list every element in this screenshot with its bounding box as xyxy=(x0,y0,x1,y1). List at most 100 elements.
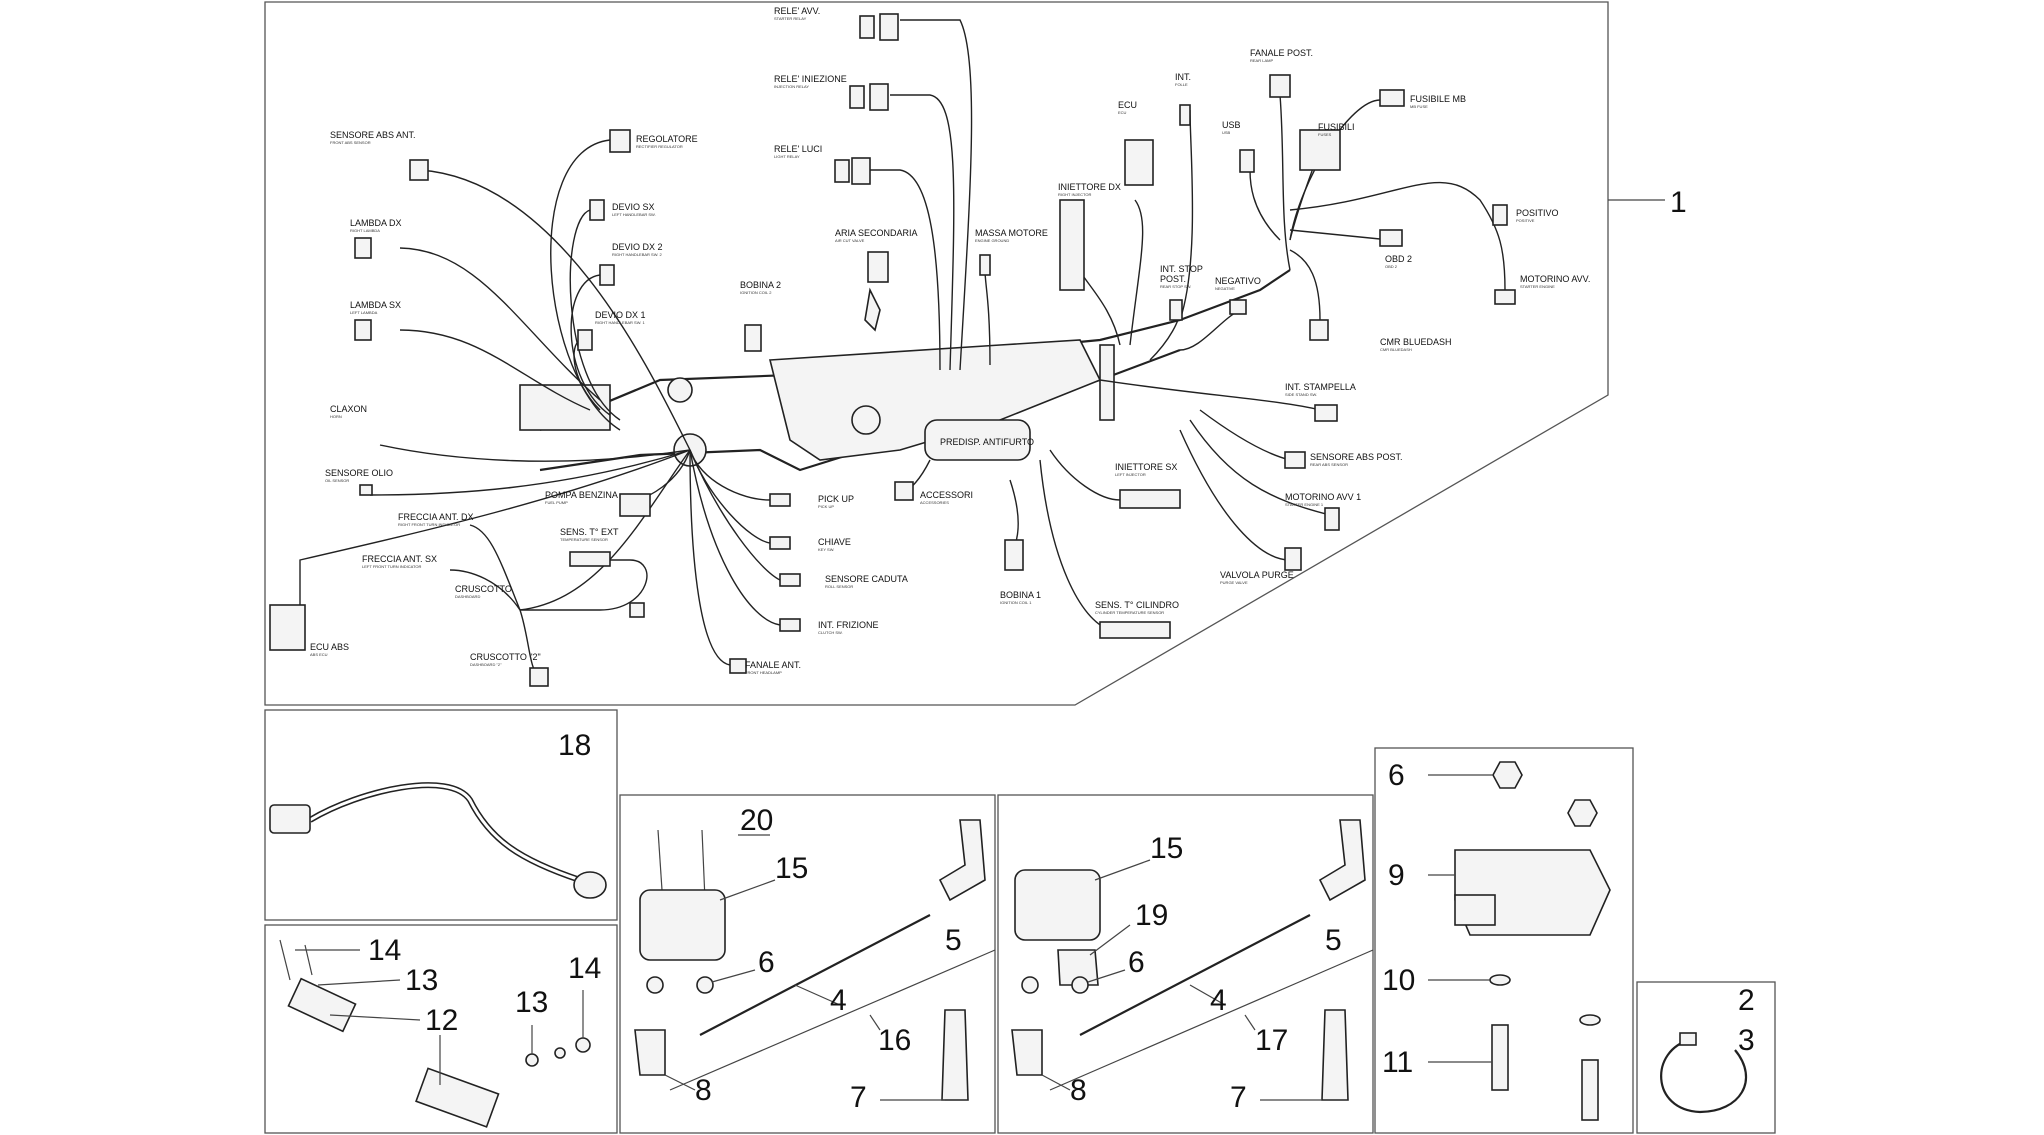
label-int-stampella: INT. STAMPELLA xyxy=(1285,382,1356,392)
label-sensore-abs-ant-sub: FRONT ABS SENSOR xyxy=(330,140,371,145)
ecu-connector xyxy=(1124,139,1154,186)
label-cruscotto-sub: DASHBOARD xyxy=(455,594,480,599)
label-massa-motore: MASSA MOTORE xyxy=(975,228,1048,238)
wire-rele-luci xyxy=(870,169,941,371)
bracket-12-lower xyxy=(415,1067,500,1128)
label-cruscotto-2-sub: DASHBOARD "2" xyxy=(470,662,502,667)
label-obd2-sub: OBD 2 xyxy=(1385,264,1398,269)
label-pick-up-sub: PICK UP xyxy=(818,504,834,509)
motorino-1-connector xyxy=(1324,507,1340,531)
wire-cruscotto-bundle xyxy=(519,449,691,611)
lambda-dx-connector xyxy=(354,237,372,259)
panel-clamp: 2 3 xyxy=(1660,984,1755,1114)
spark-cap-8b xyxy=(1011,1029,1043,1076)
pickup-connector xyxy=(769,493,791,507)
harness-clip-block xyxy=(1099,344,1115,421)
frizione-connector xyxy=(779,618,801,632)
callout-6c: 6 xyxy=(1388,759,1405,792)
caduta-connector xyxy=(779,573,801,587)
panel-12-frame xyxy=(264,924,618,1134)
flange-nut-6b xyxy=(1567,799,1598,827)
ignition-coil-15 xyxy=(639,889,726,961)
leader-13a xyxy=(317,979,401,986)
panel-actuator-frame xyxy=(1374,747,1634,1134)
label-claxon-sub: HORN xyxy=(330,414,342,419)
accessori-connector xyxy=(894,481,914,501)
wire-bluedash xyxy=(1289,249,1321,321)
label-bobina-1-sub: IGNITION COIL 1 xyxy=(1000,600,1032,605)
label-bobina-2: BOBINA 2 xyxy=(740,280,781,290)
wire-freccia-dx xyxy=(469,524,521,611)
callout-5b: 5 xyxy=(1325,924,1342,957)
label-int-stop: INT. STOP xyxy=(1160,264,1203,274)
callout-1: 1 xyxy=(1670,186,1687,219)
wire-fanale-ant xyxy=(689,449,731,666)
cruscotto-bundle-clamp xyxy=(629,602,645,618)
callout-4a: 4 xyxy=(830,984,847,1017)
label-sens-cilindro-sub: CYLINDER TEMPERATURE SENSOR xyxy=(1095,610,1164,615)
callout-13b: 13 xyxy=(515,986,548,1019)
plate-grommet-2 xyxy=(667,377,693,403)
positivo-terminal xyxy=(1492,204,1508,226)
label-lambda-sx: LAMBDA SX xyxy=(350,300,401,310)
callout-2: 2 xyxy=(1738,984,1755,1017)
wire-frizione xyxy=(689,449,781,626)
label-fanale-post-sub: REAR LAMP xyxy=(1250,58,1273,63)
chiave-connector xyxy=(769,536,791,550)
wire-sens-cilindro xyxy=(1039,459,1111,631)
leader-19 xyxy=(1089,924,1131,956)
label-valvola-purge: VALVOLA PURGE xyxy=(1220,570,1294,580)
label-accessori: ACCESSORI xyxy=(920,490,973,500)
label-fusibili-sub: FUSES xyxy=(1318,132,1332,137)
nut-6b xyxy=(696,976,714,994)
washer-10 xyxy=(1489,974,1511,986)
devio-dx2-connector xyxy=(599,264,615,286)
wire-freccia-sx xyxy=(449,569,521,611)
bracket-12-upper xyxy=(287,977,357,1033)
label-positivo-sub: POSITIVE xyxy=(1516,218,1535,223)
leader-4a xyxy=(794,984,841,1006)
label-int-stop-sub: REAR STOP SW. xyxy=(1160,284,1191,289)
label-cruscotto: CRUSCOTTO xyxy=(455,584,512,594)
wire-caduta xyxy=(689,449,781,581)
rele-iniezione-plug xyxy=(869,83,889,111)
plate-grommet xyxy=(851,405,881,435)
cable-clamp-ring xyxy=(1660,1038,1748,1114)
label-motorino-avv: MOTORINO AVV. xyxy=(1520,274,1590,284)
usb-connector xyxy=(1239,149,1255,173)
callout-3: 3 xyxy=(1738,1024,1755,1057)
valvola-purge-connector xyxy=(1284,547,1302,571)
label-sens-ext: SENS. T° EXT xyxy=(560,527,619,537)
fanale-post-connector xyxy=(1269,74,1291,98)
callout-12: 12 xyxy=(425,1004,458,1037)
wire-bobina-1 xyxy=(1009,479,1019,546)
callout-20: 20 xyxy=(740,804,773,837)
rele-iniezione-connector xyxy=(849,85,865,109)
bracket-19 xyxy=(1057,949,1099,986)
label-sens-ext-sub: TEMPERATURE SENSOR xyxy=(560,537,608,542)
label-int-frizione-sub: CLUTCH SW. xyxy=(818,630,843,635)
label-sensore-abs-post-sub: REAR ABS SENSOR xyxy=(1310,462,1348,467)
label-fanale-ant-sub: FRONT HEADLAMP xyxy=(745,670,782,675)
callout-6b: 6 xyxy=(1128,946,1145,979)
screw-14a xyxy=(279,939,291,981)
callout-8a: 8 xyxy=(695,1074,712,1107)
label-sensore-abs-post: SENSORE ABS POST. xyxy=(1310,452,1403,462)
iniettore-sx-part xyxy=(1119,489,1181,509)
wire-chiave xyxy=(689,449,771,544)
label-usb-sub: USB xyxy=(1222,130,1231,135)
label-sensore-olio-sub: OIL SENSOR xyxy=(325,478,349,483)
bolt-11 xyxy=(1491,1024,1509,1091)
label-devio-dx-2: DEVIO DX 2 xyxy=(612,242,663,252)
sens-ext-part xyxy=(569,551,611,567)
wire-rele-iniezione xyxy=(890,94,955,371)
label-aria-secondaria: ARIA SECONDARIA xyxy=(835,228,918,238)
label-int-frizione: INT. FRIZIONE xyxy=(818,620,879,630)
rele-luci-connector xyxy=(834,159,850,183)
bluedash-connector xyxy=(1309,319,1329,341)
obd2-connector xyxy=(1379,229,1403,247)
label-freccia-ant-sx: FRECCIA ANT. SX xyxy=(362,554,437,564)
label-obd2: OBD 2 xyxy=(1385,254,1412,264)
label-sensore-olio: SENSORE OLIO xyxy=(325,468,393,478)
callout-16: 16 xyxy=(878,1024,911,1057)
